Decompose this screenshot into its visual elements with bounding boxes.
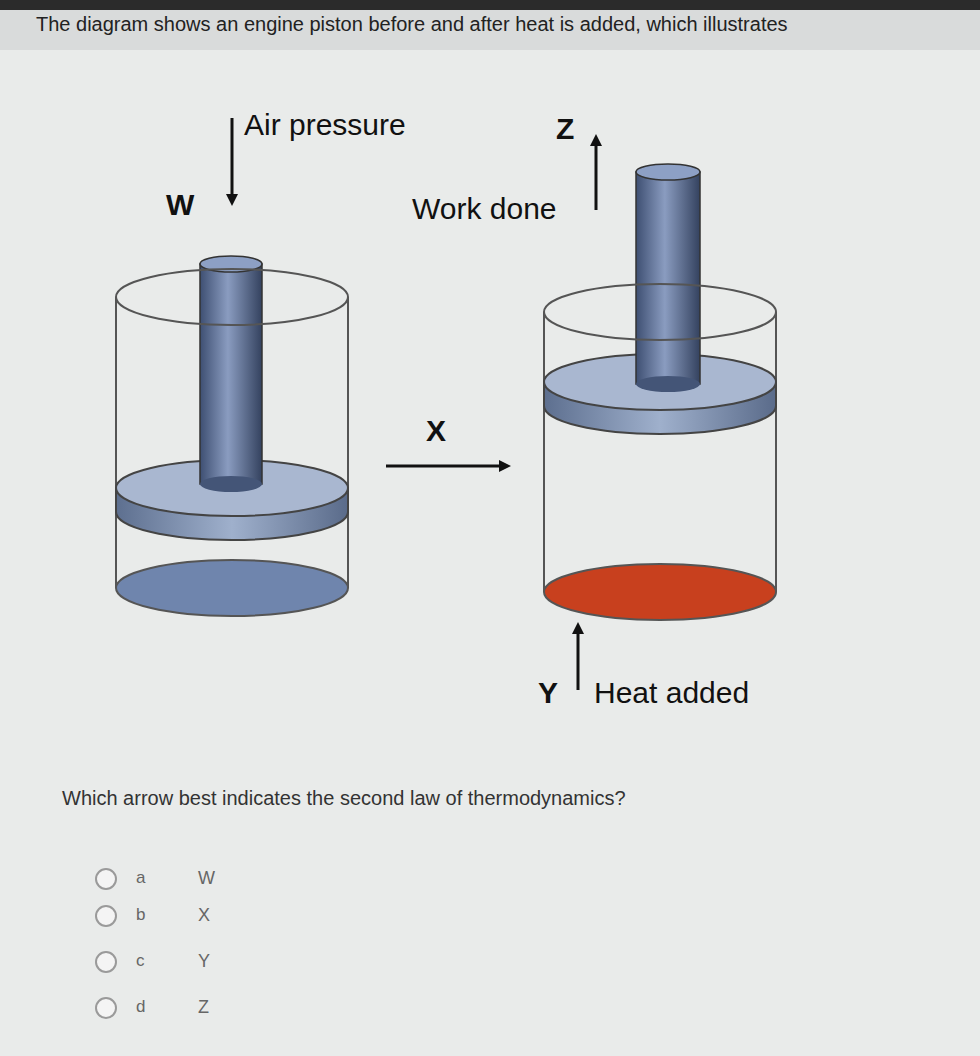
arrow-label: Work done bbox=[412, 192, 557, 227]
option-letter: d bbox=[136, 997, 145, 1017]
cylinder-after bbox=[544, 164, 776, 620]
header-text: The diagram shows an engine piston befor… bbox=[36, 13, 788, 36]
arrow-label: Heat added bbox=[594, 676, 749, 711]
option-letter: a bbox=[136, 868, 145, 888]
option-letter: b bbox=[136, 905, 145, 925]
option-value: Z bbox=[198, 997, 209, 1018]
arrow-letter: Z bbox=[556, 112, 574, 147]
option-value: W bbox=[198, 868, 215, 889]
question-text: Which arrow best indicates the second la… bbox=[62, 787, 626, 810]
radio-buttons bbox=[96, 869, 116, 1018]
option-letter: c bbox=[136, 951, 145, 971]
arrows bbox=[232, 118, 596, 690]
option-value: Y bbox=[198, 951, 210, 972]
arrow-letter: Y bbox=[538, 676, 558, 711]
arrow-label: Air pressure bbox=[244, 108, 406, 143]
arrow-letter: X bbox=[426, 414, 446, 449]
cylinder-before bbox=[116, 256, 348, 616]
header-strip bbox=[0, 10, 980, 50]
arrow-letter: W bbox=[166, 188, 194, 223]
option-value: X bbox=[198, 905, 210, 926]
top-bar bbox=[0, 0, 980, 10]
